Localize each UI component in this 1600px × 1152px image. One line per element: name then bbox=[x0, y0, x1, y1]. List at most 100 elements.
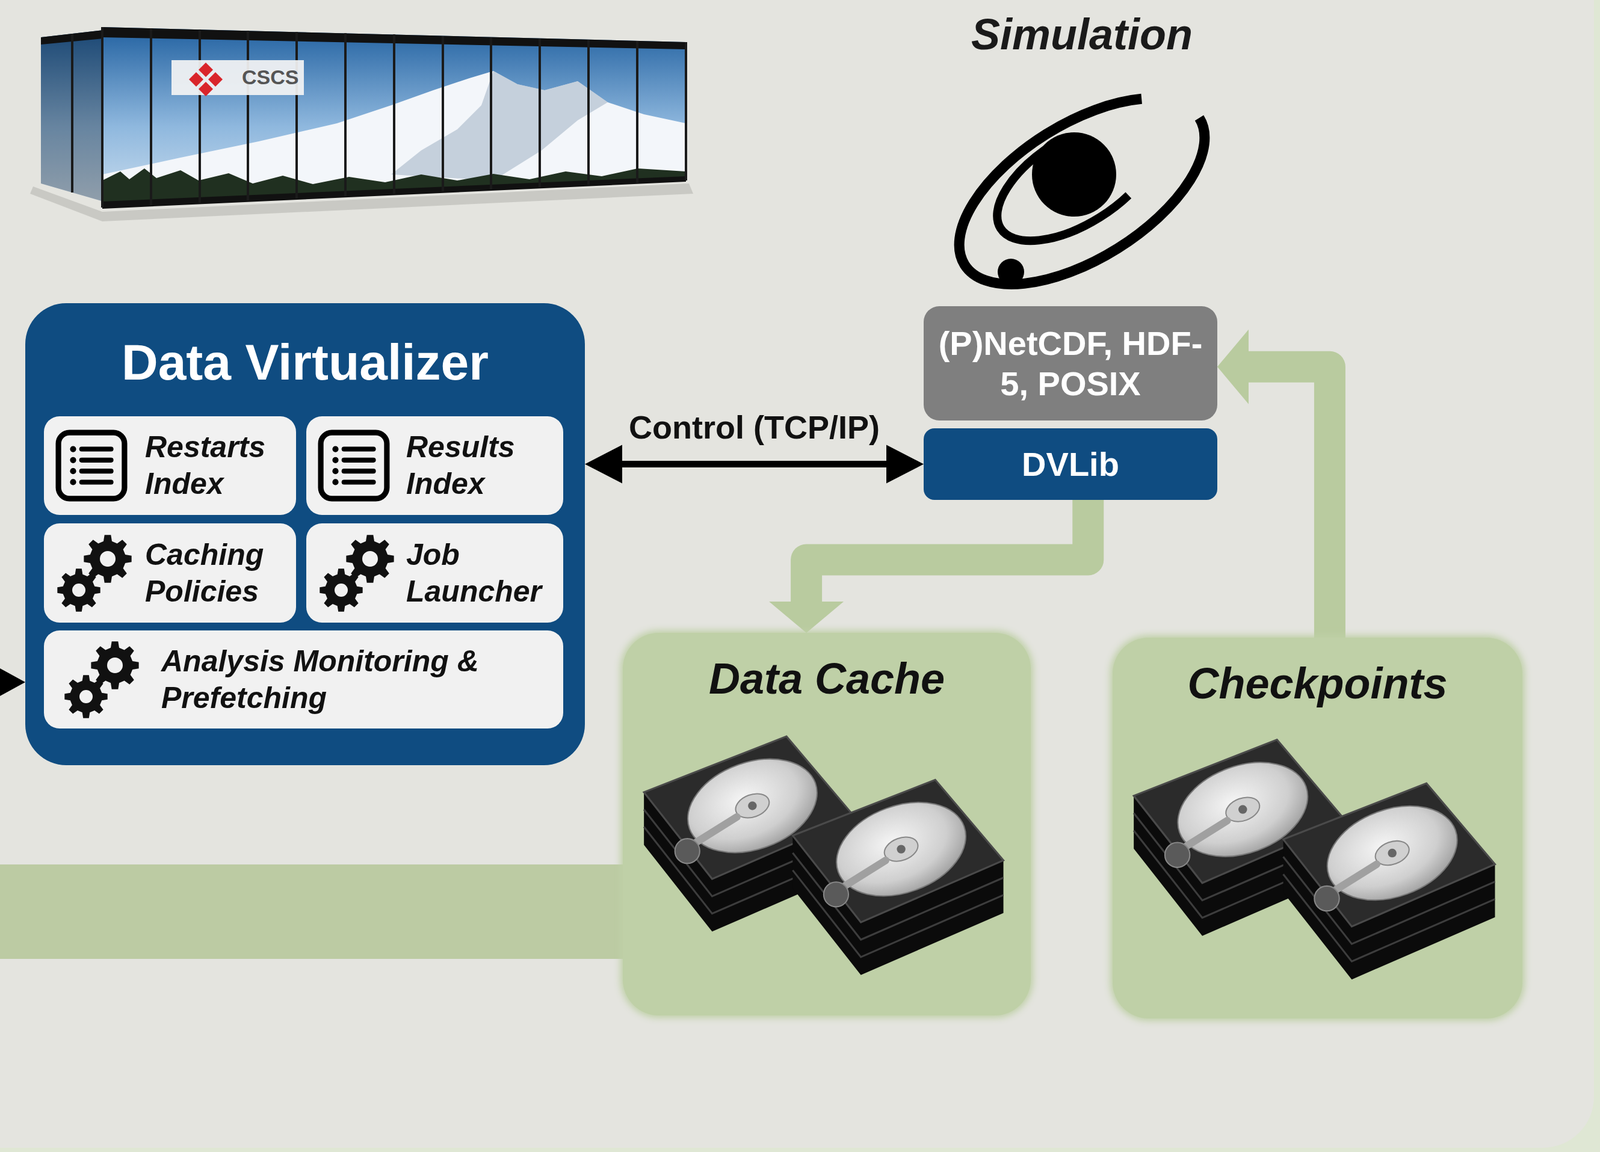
simulation-icon bbox=[929, 60, 1236, 322]
supercomputer-illustration bbox=[538, 38, 541, 188]
monitor-box: Analysis Monitoring & Prefetching bbox=[43, 630, 564, 729]
list-icon bbox=[332, 457, 374, 464]
supercomputer-illustration bbox=[198, 29, 201, 203]
list-icon bbox=[69, 468, 111, 475]
edge-label: Control (TCP/IP) bbox=[623, 408, 885, 446]
component-panel: Data VirtualizerRestarts Index Results In… bbox=[25, 303, 585, 766]
supercomputer-illustration bbox=[636, 40, 639, 183]
logo-text: CSCS bbox=[241, 64, 299, 90]
index-box: Restarts Index bbox=[43, 416, 297, 516]
hard-disk-illustration bbox=[1314, 789, 1471, 918]
supercomputer-illustration bbox=[36, 24, 692, 211]
region-title: Data Cache bbox=[622, 654, 1031, 705]
io-library-box: (P)NetCDF, HDF-5, POSIX bbox=[923, 306, 1218, 421]
list-icon bbox=[332, 468, 374, 475]
data-flow-arrow bbox=[1217, 329, 1249, 405]
control-arrow bbox=[620, 460, 888, 468]
supercomputer-illustration bbox=[246, 30, 250, 201]
control-arrow bbox=[584, 445, 924, 484]
list-icon bbox=[58, 432, 125, 499]
data-flow-arrow bbox=[806, 500, 1088, 603]
list-icon bbox=[69, 457, 111, 464]
storage-region: Data Cache bbox=[622, 633, 1031, 1016]
data-flow-arrow bbox=[769, 601, 844, 634]
data-band bbox=[0, 864, 662, 960]
box-label: (P)NetCDF, HDF-5, POSIX bbox=[938, 323, 1203, 404]
supercomputer-illustration bbox=[684, 42, 688, 181]
region-title: Checkpoints bbox=[1112, 658, 1523, 709]
library-box: DVLib bbox=[923, 428, 1218, 501]
box-label: Analysis Monitoring & Prefetching bbox=[161, 643, 555, 717]
supercomputer-illustration bbox=[71, 33, 74, 193]
hard-disk-illustration bbox=[1130, 719, 1505, 1004]
supercomputer-illustration bbox=[40, 30, 104, 202]
control-arrow bbox=[886, 445, 924, 484]
supercomputer-illustration bbox=[489, 37, 493, 190]
hard-disk-illustration bbox=[675, 838, 700, 864]
gears-icon bbox=[64, 675, 108, 718]
incoming-arrowhead bbox=[0, 668, 26, 697]
list-icon bbox=[81, 479, 112, 485]
hard-disk-illustration bbox=[792, 779, 1004, 975]
supercomputer-illustration bbox=[441, 36, 445, 192]
box-label: Restarts Index bbox=[145, 429, 288, 503]
list-icon bbox=[54, 429, 129, 503]
supercomputer-illustration bbox=[295, 31, 298, 199]
gears-icon bbox=[319, 568, 363, 612]
list-icon bbox=[332, 478, 374, 485]
section-heading: Simulation bbox=[971, 8, 1193, 61]
list-icon bbox=[344, 479, 374, 485]
gears-icon bbox=[52, 531, 137, 616]
hard-disk-illustration bbox=[1283, 783, 1496, 980]
supercomputer-illustration bbox=[149, 28, 153, 206]
gears-icon bbox=[314, 531, 399, 616]
hard-disk-illustration bbox=[792, 779, 1004, 923]
supercomputer-illustration bbox=[101, 27, 104, 208]
list-icon bbox=[332, 457, 339, 464]
cscs-logo bbox=[188, 62, 223, 97]
hard-disk-illustration bbox=[1387, 849, 1397, 858]
hard-disk-illustration bbox=[747, 801, 757, 810]
hard-disk-illustration bbox=[1314, 886, 1339, 912]
cscs-logo bbox=[188, 72, 204, 87]
simulation-icon bbox=[977, 95, 1177, 265]
storage-region: Checkpoints bbox=[1112, 637, 1523, 1019]
supercomputer-illustration bbox=[171, 60, 304, 96]
list-icon bbox=[81, 457, 112, 463]
list-icon bbox=[344, 468, 374, 474]
supercomputer-illustration bbox=[391, 71, 608, 181]
supercomputer-illustration bbox=[587, 39, 590, 185]
hard-disk-illustration bbox=[1164, 842, 1190, 868]
list-icon bbox=[81, 446, 112, 452]
simulation-icon bbox=[929, 60, 1236, 322]
supercomputer-illustration bbox=[392, 34, 396, 194]
list-icon bbox=[69, 468, 76, 475]
cscs-logo bbox=[198, 62, 214, 78]
hard-disk-illustration bbox=[823, 882, 849, 907]
list-icon bbox=[332, 445, 374, 452]
list-icon bbox=[332, 478, 339, 485]
list-icon bbox=[320, 432, 387, 499]
list-icon bbox=[344, 446, 374, 452]
supercomputer-illustration bbox=[72, 27, 686, 208]
cscs-logo bbox=[208, 72, 223, 87]
box-label: Caching Policies bbox=[145, 536, 288, 611]
data-flow-arrow bbox=[769, 500, 1088, 634]
list-icon bbox=[69, 445, 76, 452]
box-label: Results Index bbox=[406, 429, 555, 503]
list-icon bbox=[69, 478, 76, 485]
panel-title: Data Virtualizer bbox=[25, 333, 585, 392]
hard-disk-illustration bbox=[823, 785, 979, 914]
box-label: DVLib bbox=[1021, 444, 1120, 485]
gears-icon bbox=[59, 637, 144, 723]
cscs-logo bbox=[198, 81, 214, 97]
list-icon bbox=[344, 457, 374, 463]
list-icon bbox=[69, 445, 111, 452]
list-icon bbox=[69, 478, 111, 485]
list-icon bbox=[69, 457, 76, 464]
simulation-icon bbox=[997, 258, 1025, 286]
supercomputer-illustration bbox=[30, 24, 694, 222]
box-label: Job Launcher bbox=[406, 536, 555, 611]
hard-disk-illustration bbox=[640, 714, 1013, 1001]
